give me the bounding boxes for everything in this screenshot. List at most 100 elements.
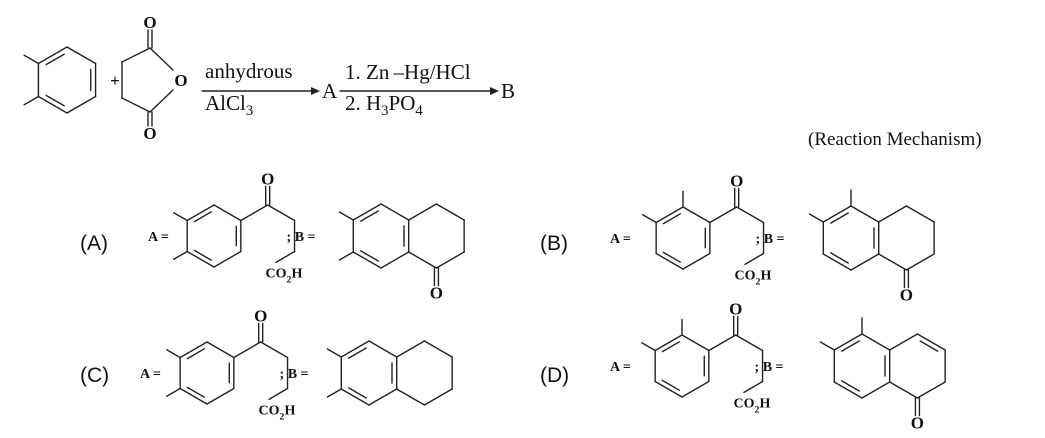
double-bond-line <box>193 211 213 223</box>
double-bond-line <box>830 212 849 224</box>
oxygen-atom: O <box>261 169 274 188</box>
methyl-bond <box>173 212 188 222</box>
oxygen-atom: O <box>254 306 267 325</box>
a-equals-label: A = <box>140 367 161 382</box>
ring-bond <box>850 205 880 223</box>
methyl-bond <box>808 213 824 223</box>
ring-bond <box>861 333 891 351</box>
a-equals-label-part: A = <box>140 367 161 382</box>
chain-bond <box>275 250 296 264</box>
a-equals-label-part: A = <box>610 360 631 375</box>
co2h-group-part: 2 <box>756 276 761 287</box>
ring-bond <box>905 253 935 271</box>
double-bond-line <box>919 340 939 352</box>
option-label-part: (A) <box>80 232 108 255</box>
methyl-bond <box>173 250 188 260</box>
ring-bond <box>889 381 919 399</box>
reagent-2-above-part: 1. Zn –Hg/HCl <box>345 60 471 84</box>
product-b: B <box>501 79 515 103</box>
b-equals-label-part: ; B = <box>287 230 316 245</box>
option-label: (A) <box>80 232 108 255</box>
oxygen-atom-part: O <box>730 171 743 190</box>
ring-bond <box>368 340 398 358</box>
intermediate-a: A <box>322 79 338 103</box>
ring-bond <box>435 203 465 221</box>
reagent-1-above: anhydrous <box>205 59 293 83</box>
co2h-group-part: CO <box>734 396 755 411</box>
acyl-bond <box>233 341 262 359</box>
ring-bond <box>905 205 935 223</box>
product-b-part: B <box>501 79 515 103</box>
ring-bond <box>655 206 684 224</box>
co2h-group-part: CO <box>259 403 280 418</box>
ring-bond <box>654 334 683 352</box>
ring-bond <box>206 341 235 359</box>
double-bond-line <box>186 386 206 398</box>
co2h-group-part: H <box>284 403 295 418</box>
ring-bond <box>423 388 453 406</box>
reagent-2-below-part: 2. H <box>345 91 381 115</box>
double-bond-line <box>360 250 379 262</box>
option-label: (B) <box>540 232 568 255</box>
ring-bond <box>681 334 710 352</box>
oxygen-atom: O <box>729 299 742 318</box>
double-bond-line <box>661 379 681 391</box>
double-bond-line <box>45 94 65 107</box>
anhydride-bond <box>121 97 151 113</box>
oxygen-atom: O <box>900 286 913 305</box>
b-equals-label-part: ; B = <box>756 232 785 247</box>
ring-bond <box>396 340 426 358</box>
reagent-2-below-part: 3 <box>381 103 388 119</box>
ring-bond <box>368 388 398 406</box>
ring-bond <box>850 253 880 271</box>
ring-bond <box>654 380 683 398</box>
double-bond-line <box>348 387 367 399</box>
ring-bond <box>916 381 946 399</box>
ring-bond <box>822 205 852 223</box>
co2h-group: CO2H <box>734 396 771 415</box>
double-bond-line <box>661 341 681 353</box>
ring-bond <box>833 333 863 351</box>
ring-bond <box>435 251 465 269</box>
reagent-1-below: AlCl3 <box>205 91 253 119</box>
ring-bond <box>861 381 891 399</box>
chain-bond <box>735 206 765 224</box>
double-bond-line <box>841 380 860 392</box>
co2h-group-part: 2 <box>280 411 285 422</box>
ring-bond <box>655 252 684 270</box>
arrowhead-icon <box>490 87 499 95</box>
co2h-group-part: CO <box>735 268 756 283</box>
reaction-mechanism-note-part: (Reaction Mechanism) <box>808 129 982 150</box>
ring-bond <box>186 204 215 222</box>
oxygen-atom-part: O <box>261 169 274 188</box>
ring-bond <box>878 253 908 271</box>
a-equals-label-part: A = <box>610 232 631 247</box>
ring-bond <box>179 387 208 405</box>
reagent-1-below-part: AlCl <box>205 91 246 115</box>
oxygen-atom-part: O <box>900 286 913 305</box>
b-equals-label: ; B = <box>280 367 309 382</box>
acyl-bond <box>708 334 737 352</box>
co2h-group: CO2H <box>266 266 303 285</box>
double-bond-line <box>360 210 379 222</box>
reagent-2-below: 2. H3PO4 <box>345 91 423 119</box>
ring-bond <box>833 381 863 399</box>
co2h-group: CO2H <box>259 403 296 422</box>
oxygen-atom-part: O <box>143 124 156 143</box>
ring-bond <box>213 204 242 222</box>
methyl-bond <box>642 214 657 224</box>
ring-bond <box>889 333 919 351</box>
double-bond-line <box>841 340 860 352</box>
oxygen-atom-part: O <box>729 299 742 318</box>
ring-bond <box>408 251 438 269</box>
b-equals-label: ; B = <box>756 232 785 247</box>
ring-oxygen: O <box>174 71 187 90</box>
double-bond-line <box>662 251 682 263</box>
methyl-bond <box>166 349 181 359</box>
methyl-bond <box>326 388 342 398</box>
option-label-part: (C) <box>80 364 109 387</box>
b-equals-label: ; B = <box>287 230 316 245</box>
double-bond-line <box>45 53 65 66</box>
option-label: (D) <box>540 364 569 387</box>
anhydride-bond <box>149 89 174 113</box>
